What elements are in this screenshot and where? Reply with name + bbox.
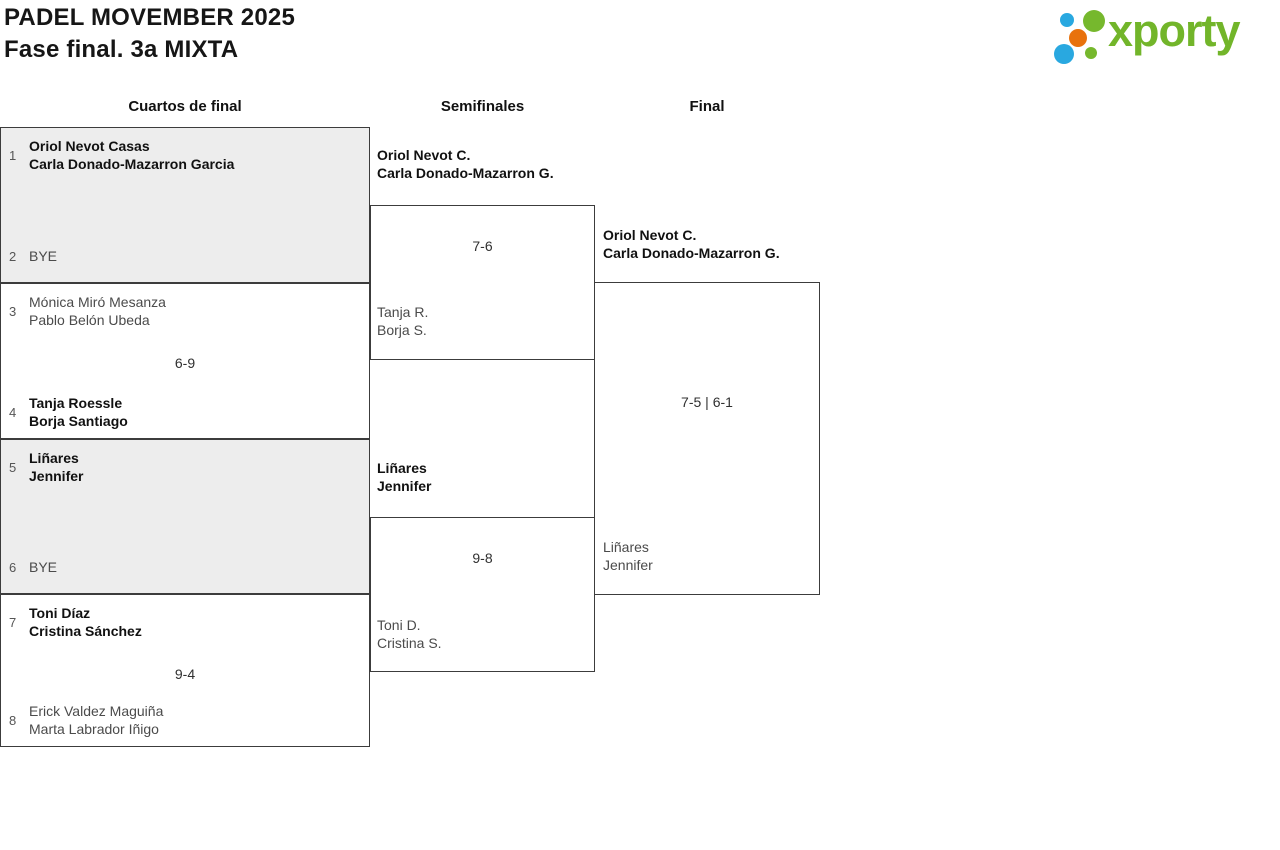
team-pair: Tanja Roessle Borja Santiago [29, 394, 361, 430]
player-name: Borja Santiago [29, 413, 128, 429]
player-name: Jennifer [377, 478, 432, 494]
round-header-semifinals: Semifinales [440, 98, 525, 115]
player-name: Toni D. [377, 617, 421, 633]
player-name: Pablo Belón Ubeda [29, 312, 150, 328]
logo-dot-blue-small [1060, 13, 1074, 27]
logo-dot-green-large [1083, 10, 1105, 32]
match-score: 6-9 [174, 355, 196, 371]
seed-number: 3 [9, 303, 17, 319]
player-name: Erick Valdez Maguiña [29, 703, 164, 719]
semifinal-1-bottom-team: Tanja R. Borja S. [377, 303, 428, 339]
player-name: Oriol Nevot Casas [29, 138, 150, 154]
final-top-team: Oriol Nevot C. Carla Donado-Mazarron G. [603, 226, 780, 262]
page-subtitle: Fase final. 3a MIXTA [4, 36, 239, 63]
player-name: Borja S. [377, 322, 427, 338]
seed-number: 2 [9, 248, 17, 264]
match-score: 7-6 [472, 238, 493, 254]
player-name: Carla Donado-Mazarron Garcia [29, 156, 235, 172]
match-score: 9-4 [174, 666, 196, 682]
quarterfinal-match-2[interactable]: 3 Mónica Miró Mesanza Pablo Belón Ubeda … [0, 283, 370, 439]
page-title: PADEL MOVEMBER 2025 [4, 4, 295, 31]
team-pair: Erick Valdez Maguiña Marta Labrador Iñig… [29, 702, 361, 738]
logo-dot-orange [1069, 29, 1087, 47]
team-pair: BYE [29, 238, 361, 274]
player-name: BYE [29, 248, 58, 264]
player-name: BYE [29, 559, 58, 575]
team-pair: Mónica Miró Mesanza Pablo Belón Ubeda [29, 293, 361, 329]
page-header: PADEL MOVEMBER 2025 Fase final. 3a MIXTA [4, 2, 295, 66]
player-name: Jennifer [603, 557, 653, 573]
logo-dot-blue-large [1054, 44, 1074, 64]
player-name: Jennifer [29, 468, 84, 484]
seed-number: 4 [9, 404, 17, 420]
player-name: Tanja Roessle [29, 395, 123, 411]
xporty-logo[interactable]: xporty [1044, 2, 1276, 66]
semifinal-2-bottom-team: Toni D. Cristina S. [377, 616, 442, 652]
match-score: 7-5 | 6-1 [681, 394, 733, 410]
seed-number: 6 [9, 559, 17, 575]
player-name: Carla Donado-Mazarron G. [603, 245, 780, 261]
player-name: Liñares [377, 460, 427, 476]
quarterfinal-match-4[interactable]: 7 Toni Díaz Cristina Sánchez 9-4 8 Erick… [0, 594, 370, 747]
semifinal-match-1[interactable]: 7-6 [370, 205, 595, 360]
quarterfinal-match-1[interactable]: 1 Oriol Nevot Casas Carla Donado-Mazarro… [0, 127, 370, 283]
final-match[interactable]: 7-5 | 6-1 [594, 282, 820, 595]
logo-dot-green-small [1085, 47, 1097, 59]
semifinal-1-top-team: Oriol Nevot C. Carla Donado-Mazarron G. [377, 146, 554, 182]
player-name: Toni Díaz [29, 605, 91, 621]
round-header-quarterfinals: Cuartos de final [128, 98, 242, 115]
player-name: Carla Donado-Mazarron G. [377, 165, 554, 181]
semifinal-2-top-team: Liñares Jennifer [377, 459, 431, 495]
seed-number: 7 [9, 614, 17, 630]
player-name: Oriol Nevot C. [603, 227, 697, 243]
final-bottom-team: Liñares Jennifer [603, 538, 653, 574]
player-name: Mónica Miró Mesanza [29, 294, 166, 310]
seed-number: 8 [9, 712, 17, 728]
quarterfinal-match-3[interactable]: 5 Liñares Jennifer 6 BYE [0, 439, 370, 594]
player-name: Liñares [603, 539, 649, 555]
team-pair: Liñares Jennifer [29, 449, 361, 485]
team-pair: BYE [29, 549, 361, 585]
seed-number: 1 [9, 147, 17, 163]
player-name: Oriol Nevot C. [377, 147, 471, 163]
round-header-final: Final [689, 98, 725, 115]
seed-number: 5 [9, 459, 17, 475]
player-name: Cristina Sánchez [29, 623, 142, 639]
player-name: Cristina S. [377, 635, 442, 651]
semifinal-match-2[interactable]: 9-8 [370, 517, 595, 672]
player-name: Liñares [29, 450, 79, 466]
player-name: Marta Labrador Iñigo [29, 721, 159, 737]
xporty-logo-icon [1054, 10, 1105, 64]
team-pair: Toni Díaz Cristina Sánchez [29, 604, 361, 640]
xporty-logo-text: xporty [1108, 5, 1241, 56]
match-score: 9-8 [472, 550, 493, 566]
team-pair: Oriol Nevot Casas Carla Donado-Mazarron … [29, 137, 361, 173]
player-name: Tanja R. [377, 304, 429, 320]
